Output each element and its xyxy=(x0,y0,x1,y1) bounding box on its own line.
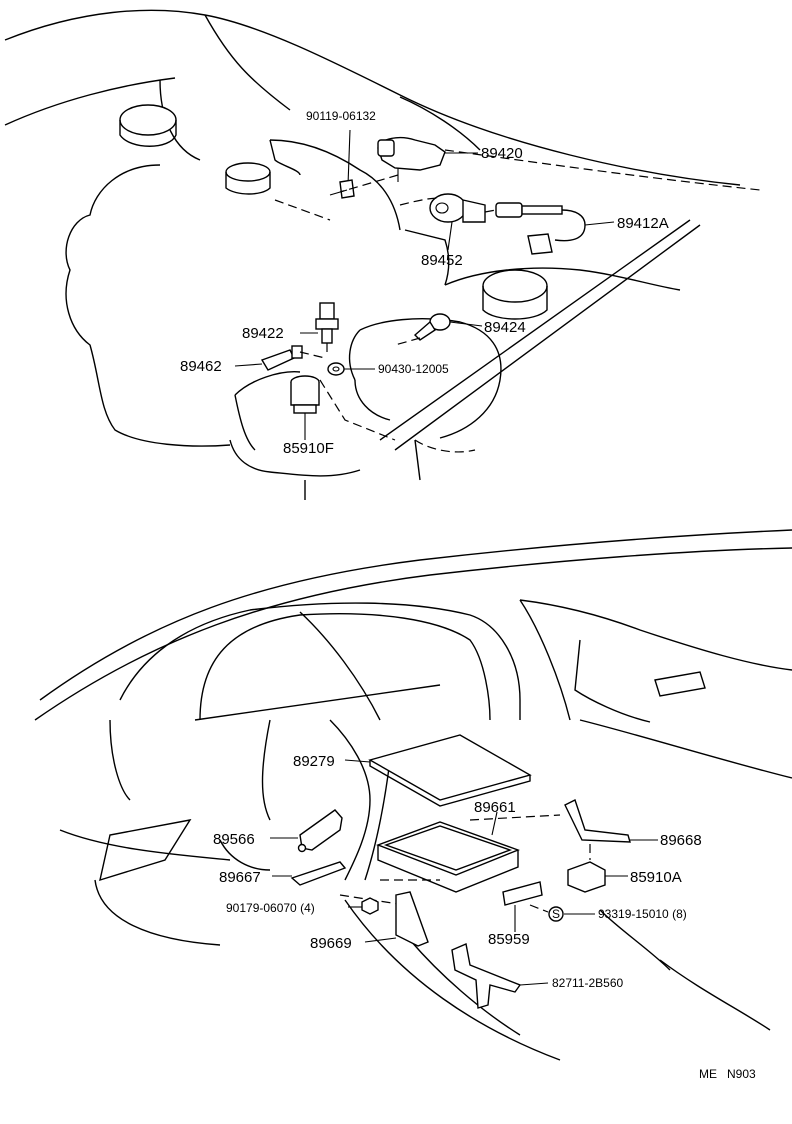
label-82711-2B560: 82711-2B560 xyxy=(552,976,624,990)
screw-93319-15010: S xyxy=(529,904,595,922)
bracket-85959 xyxy=(502,881,543,932)
knock-sensor-89452 xyxy=(399,193,486,251)
label-90119-06132: 90119-06132 xyxy=(306,109,376,123)
ecu-89661 xyxy=(376,811,520,893)
label-89452: 89452 xyxy=(421,252,463,269)
label-89462: 89462 xyxy=(180,358,222,375)
engine-compartment-illustration xyxy=(4,9,761,500)
label-90179-06070: 90179-06070 (4) xyxy=(226,901,315,915)
label-85959: 85959 xyxy=(488,931,530,948)
bracket-89668 xyxy=(564,799,658,843)
nut-90179-06070 xyxy=(348,897,379,915)
gasket-90430-12005 xyxy=(327,362,345,376)
label-89566: 89566 xyxy=(213,831,255,848)
label-93319-15010: 93319-15010 (8) xyxy=(598,907,687,921)
label-89669: 89669 xyxy=(310,935,352,952)
cam-position-sensor-89420 xyxy=(339,136,446,193)
relay-85910A xyxy=(567,861,628,893)
label-89420: 89420 xyxy=(481,145,523,162)
label-89424: 89424 xyxy=(484,319,526,336)
screw-s-mark: S xyxy=(552,907,560,921)
bracket-82711-2B560 xyxy=(451,943,549,1009)
cover-89279 xyxy=(344,734,532,807)
diagram-code: ME N903 xyxy=(699,1067,756,1081)
label-85910A: 85910A xyxy=(630,869,682,886)
switch-89422 xyxy=(315,302,339,355)
label-85910F: 85910F xyxy=(283,440,334,457)
oxygen-sensor-89412A xyxy=(484,202,586,255)
dashboard-illustration xyxy=(34,529,792,1061)
bolt-90119-06132 xyxy=(329,129,355,199)
relay-85910F xyxy=(290,375,320,440)
label-89661: 89661 xyxy=(474,799,516,816)
label-89412A: 89412A xyxy=(617,215,669,232)
label-89667: 89667 xyxy=(219,869,261,886)
sensor-89462 xyxy=(260,345,326,371)
label-90430-12005: 90430-12005 xyxy=(378,362,449,376)
label-89668: 89668 xyxy=(660,832,702,849)
label-89422: 89422 xyxy=(242,325,284,342)
label-89279: 89279 xyxy=(293,753,335,770)
bracket-89669 xyxy=(364,891,429,947)
bracket-89667 xyxy=(272,861,347,886)
bracket-89566 xyxy=(270,809,343,853)
